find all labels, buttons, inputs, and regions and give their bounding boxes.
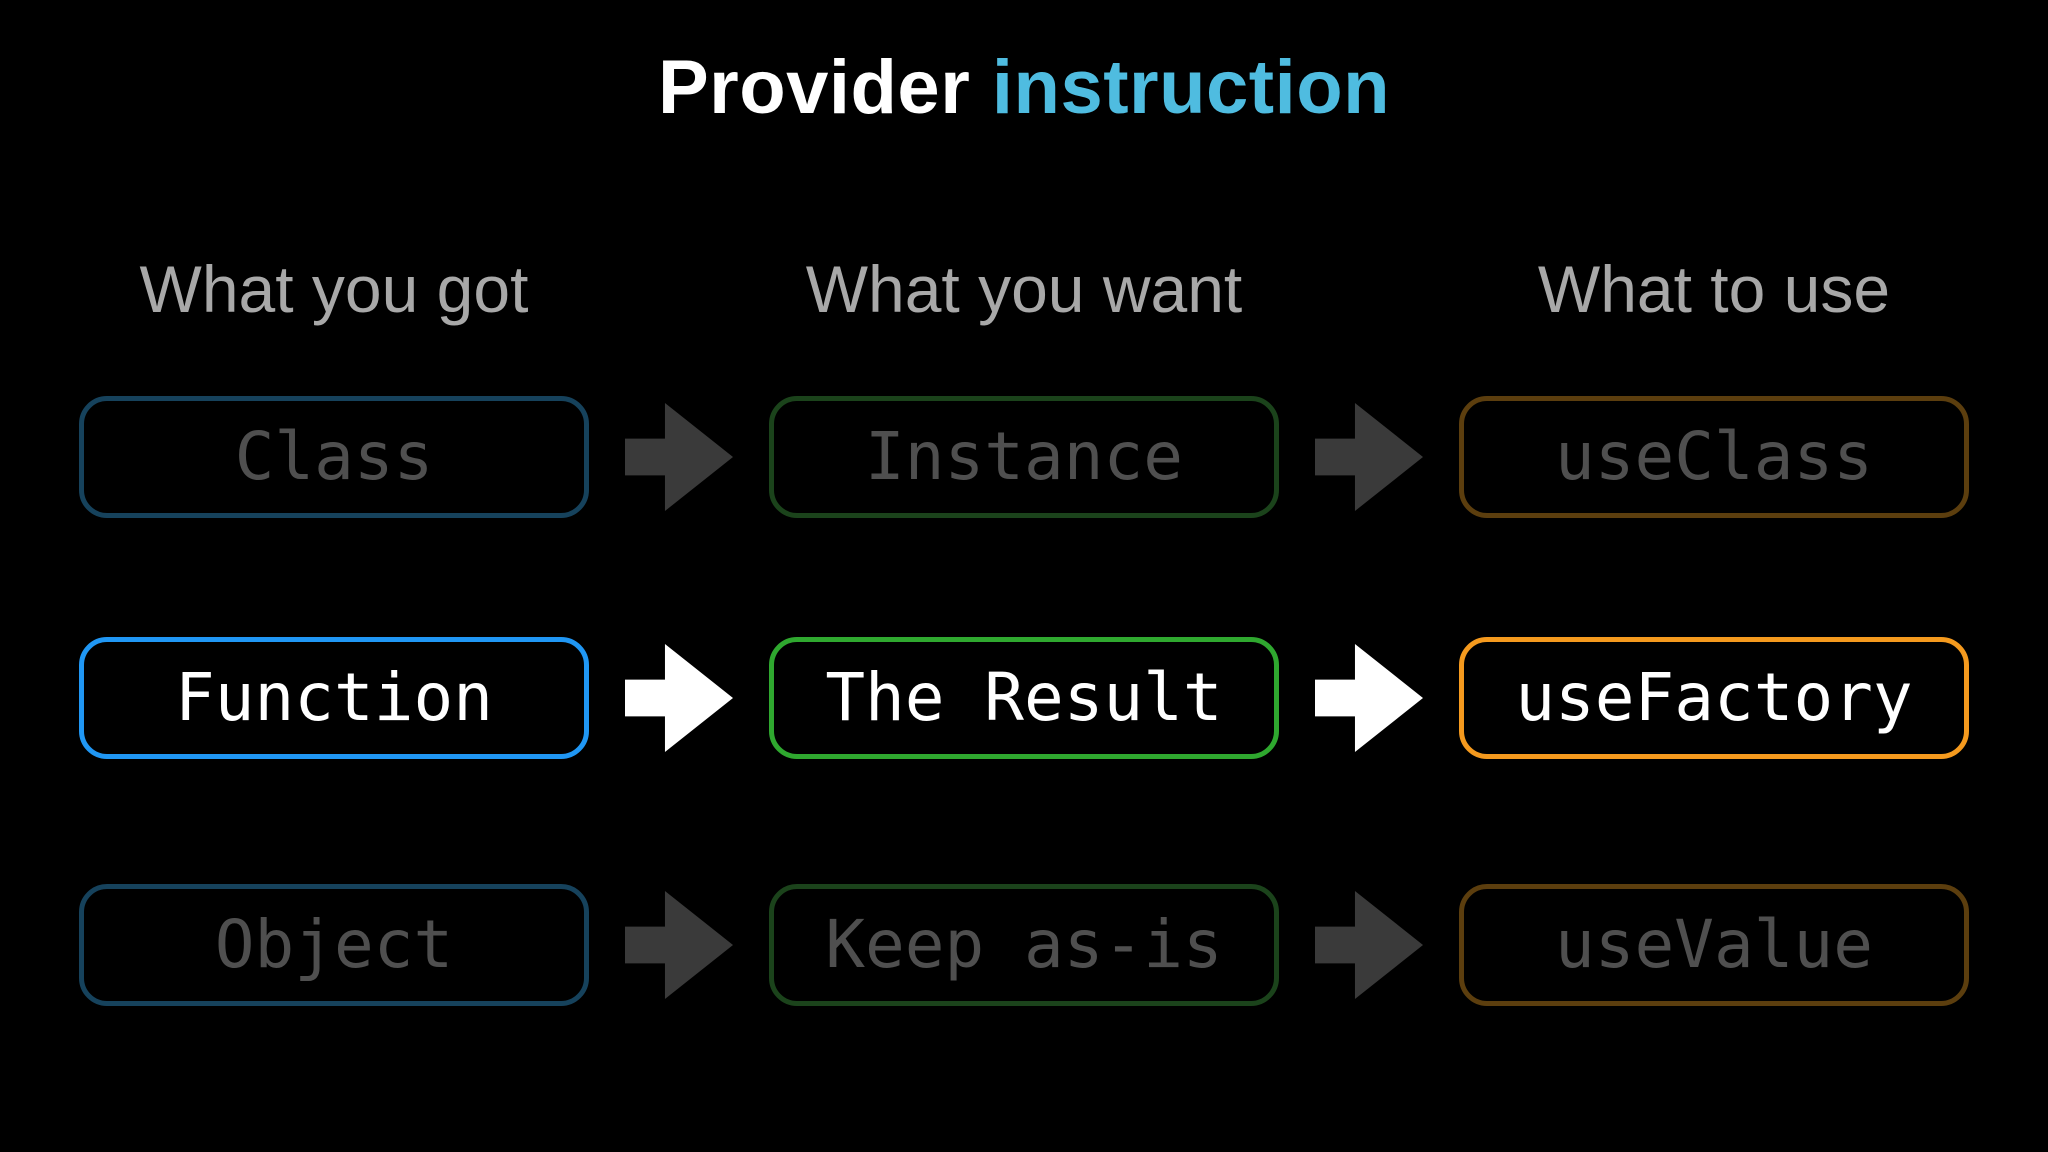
column-header-what-you-got: What you got <box>139 252 529 326</box>
arrow-cell <box>589 637 769 759</box>
box-class-label: Class <box>234 418 434 495</box>
arrow-right-icon <box>625 891 733 999</box>
box-the-result-label: The Result <box>825 659 1223 736</box>
box-instance-label: Instance <box>865 418 1183 495</box>
box-usevalue-label: useValue <box>1555 906 1873 983</box>
arrow-cell <box>1279 396 1459 518</box>
arrow-right-icon <box>1315 891 1423 999</box>
box-instance: Instance <box>769 396 1279 518</box>
arrow-right-icon <box>625 403 733 511</box>
arrow-cell <box>589 396 769 518</box>
column-headers: What you got What you want What to use <box>79 256 1969 322</box>
row-class: Class Instance useClass <box>79 396 1969 518</box>
arrow-right-icon <box>625 644 733 752</box>
row-object: Object Keep as-is useValue <box>79 884 1969 1006</box>
box-useclass-label: useClass <box>1555 418 1873 495</box>
box-object-label: Object <box>214 906 454 983</box>
box-useclass: useClass <box>1459 396 1969 518</box>
arrow-cell <box>589 884 769 1006</box>
box-usevalue: useValue <box>1459 884 1969 1006</box>
box-usefactory: useFactory <box>1459 637 1969 759</box>
arrow-right-icon <box>1315 644 1423 752</box>
column-header-what-to-use: What to use <box>1537 252 1891 326</box>
column-header-what-you-want: What you want <box>805 252 1243 326</box>
page-title: Provider instruction <box>0 50 2048 126</box>
title-primary: Provider <box>657 45 971 130</box>
row-function: Function The Result useFactory <box>79 637 1969 759</box>
box-function: Function <box>79 637 589 759</box>
title-accent: instruction <box>991 45 1391 130</box>
arrow-right-icon <box>1315 403 1423 511</box>
box-class: Class <box>79 396 589 518</box>
arrow-cell <box>1279 637 1459 759</box>
box-usefactory-label: useFactory <box>1515 659 1913 736</box>
box-the-result: The Result <box>769 637 1279 759</box>
arrow-cell <box>1279 884 1459 1006</box>
box-keep-as-is-label: Keep as-is <box>825 906 1223 983</box>
box-function-label: Function <box>175 659 493 736</box>
box-object: Object <box>79 884 589 1006</box>
box-keep-as-is: Keep as-is <box>769 884 1279 1006</box>
